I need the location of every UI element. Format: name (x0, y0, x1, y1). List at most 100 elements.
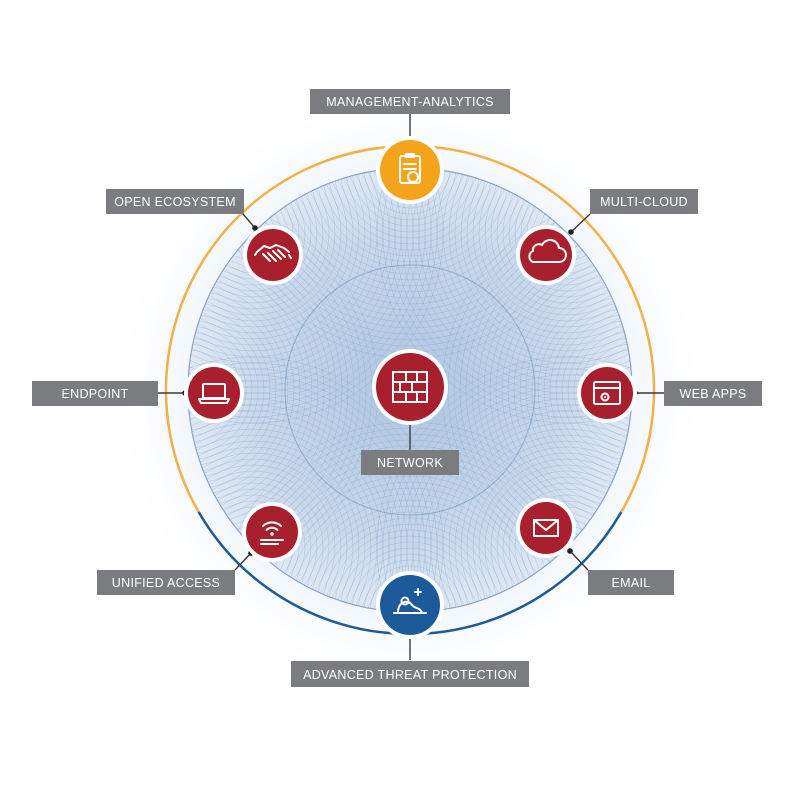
mesh-line (460, 168, 632, 340)
mesh-line (188, 458, 342, 612)
mesh-line (303, 505, 517, 612)
mesh-line (573, 331, 632, 449)
mesh-line (188, 247, 331, 533)
label-endpoint: ENDPOINT (32, 381, 158, 406)
mesh-line (188, 313, 265, 467)
mesh-line (454, 168, 632, 346)
mesh-line (188, 168, 408, 388)
mesh-line (430, 168, 632, 370)
mesh-line (188, 168, 402, 382)
mesh-line (394, 168, 632, 406)
mesh-line (188, 265, 313, 515)
center-ring (284, 264, 536, 516)
mesh-line (501, 259, 632, 521)
mesh-line (291, 493, 529, 612)
label-text: ADVANCED THREAT PROTECTION (303, 668, 517, 682)
mesh-line (382, 168, 632, 418)
mesh-line (261, 168, 559, 317)
mesh-line (477, 235, 632, 545)
label-multi-cloud: MULTI-CLOUD (590, 189, 698, 214)
mesh-line (400, 380, 632, 612)
mesh-line (418, 168, 632, 382)
label-text: NETWORK (377, 456, 443, 470)
mesh-line (448, 428, 632, 612)
mesh-line (543, 301, 632, 479)
mesh-line (188, 241, 337, 539)
mesh-line (472, 168, 632, 328)
mesh-line (188, 386, 414, 612)
mesh-line (483, 241, 632, 539)
mesh-line (382, 362, 632, 612)
mesh-line (333, 168, 487, 245)
mesh-line (188, 168, 420, 400)
mesh-line (394, 374, 632, 612)
mesh-line (447, 205, 632, 575)
mesh-line (188, 325, 253, 455)
mesh-line (249, 168, 571, 329)
mesh-line (237, 168, 583, 341)
mesh-line (188, 283, 295, 497)
mesh-line (188, 380, 420, 612)
mesh-line (188, 295, 283, 485)
mesh-line (297, 499, 523, 612)
cloud-icon (528, 239, 567, 263)
mesh-line (424, 404, 632, 612)
mesh-line (357, 168, 463, 221)
label-web-apps: WEB APPS (664, 381, 762, 406)
mesh-line (555, 313, 632, 467)
mesh-line (188, 259, 319, 521)
mesh-line (188, 168, 414, 394)
mesh-line (188, 410, 390, 612)
label-text: OPEN ECOSYSTEM (114, 195, 236, 209)
mesh-line (460, 440, 632, 612)
browser-gear-icon (593, 381, 621, 405)
label-unified-access: UNIFIED ACCESS (97, 570, 235, 595)
mesh-line (430, 410, 632, 612)
mesh-line (406, 386, 632, 612)
mesh-line (436, 416, 632, 612)
mesh-line (188, 307, 271, 473)
mesh-line (188, 168, 372, 352)
mesh-line (537, 295, 632, 485)
mesh-line (188, 319, 259, 461)
mesh-line (188, 168, 354, 334)
mesh-line (188, 168, 348, 328)
mesh-line (369, 168, 451, 209)
mesh-line (188, 464, 336, 612)
mesh-line (345, 168, 475, 233)
label-email: EMAIL (588, 570, 674, 595)
mesh-line (267, 168, 553, 311)
mesh-line (496, 168, 632, 304)
label-management-analytics: MANAGEMENT-ANALYTICS (310, 89, 510, 114)
mesh-line (309, 511, 511, 612)
mesh-line (188, 422, 378, 612)
label-text: EMAIL (611, 576, 650, 590)
node-unified-access (242, 502, 302, 562)
mesh-line (567, 325, 632, 455)
mesh-line (333, 535, 487, 612)
mesh-line (327, 168, 493, 251)
mesh-line (525, 283, 632, 497)
label-text: UNIFIED ACCESS (112, 576, 220, 590)
mesh-line (279, 481, 541, 612)
mesh-line (315, 517, 505, 612)
mesh-line (418, 398, 632, 612)
mesh-line (513, 271, 632, 509)
mesh-line (412, 392, 632, 612)
mesh-line (188, 168, 378, 358)
label-text: ENDPOINT (62, 387, 129, 401)
mesh-line (345, 547, 475, 612)
mesh-line (188, 331, 247, 449)
label-advanced-threat-protection: ADVANCED THREAT PROTECTION (291, 661, 529, 687)
mesh-line (188, 271, 307, 509)
mesh-line (519, 277, 632, 503)
mesh-line (490, 470, 632, 612)
mesh-line (188, 398, 402, 612)
mesh-line (273, 475, 547, 612)
mesh-line (442, 422, 632, 612)
mesh-line (484, 464, 632, 612)
mesh-line (188, 392, 408, 612)
mesh-line (188, 362, 438, 612)
label-text: MANAGEMENT-ANALYTICS (326, 95, 494, 109)
